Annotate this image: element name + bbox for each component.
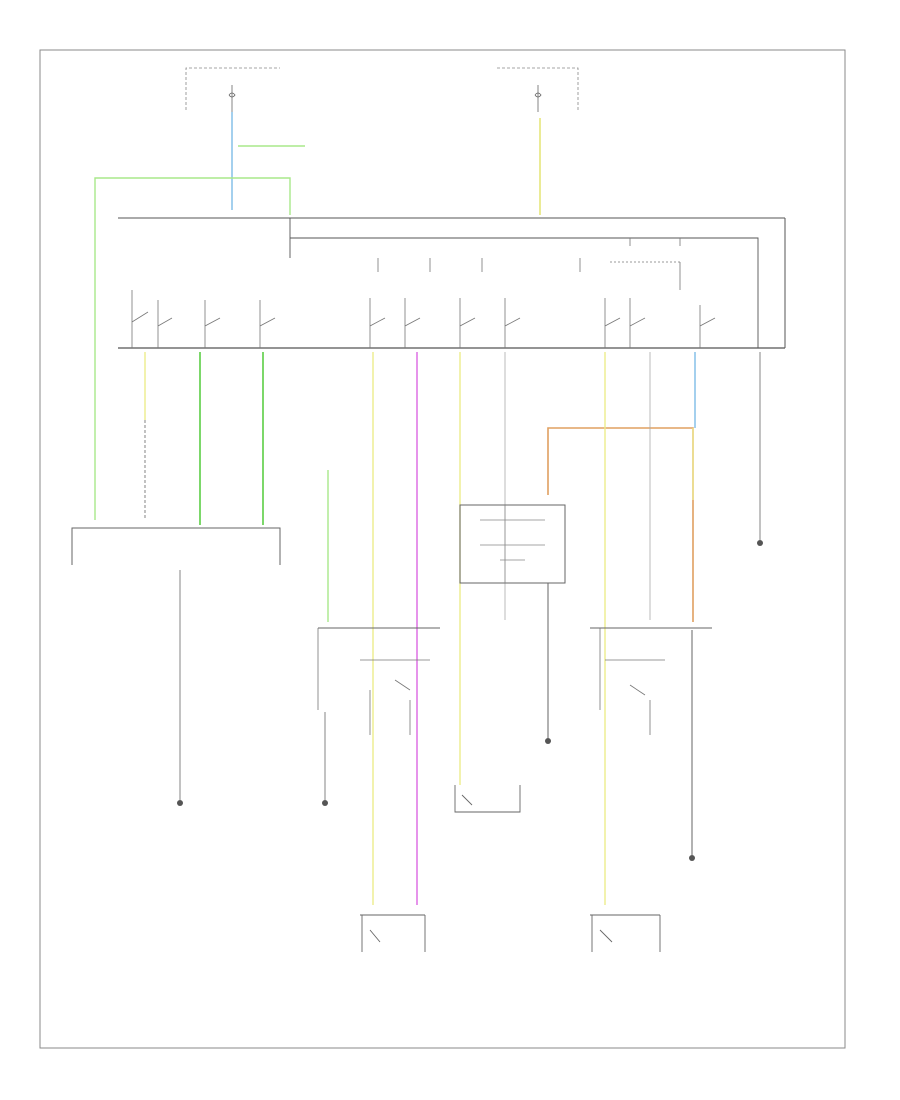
module-right-switch	[599, 628, 665, 735]
ground-center-left	[322, 800, 328, 806]
relay-box	[459, 504, 566, 584]
mirror-motor-left	[360, 914, 426, 952]
wire-light-green-loop	[94, 177, 291, 520]
heater-element-center	[454, 785, 521, 813]
ground-center	[545, 738, 551, 744]
fuse-left	[228, 85, 236, 112]
ground-right	[689, 855, 695, 861]
module-left-switch	[317, 628, 430, 735]
ground-left	[177, 800, 183, 806]
switch-contacts	[131, 238, 716, 348]
mirror-switch-outline	[289, 218, 759, 348]
relay-box-internals	[480, 505, 545, 583]
fuse-panel-right	[497, 67, 579, 110]
connector-left	[71, 527, 281, 565]
fuse-panel-left	[185, 67, 280, 110]
mirror-motor-right	[590, 914, 661, 952]
diagram-frame	[39, 49, 846, 1049]
wire-orange	[547, 427, 694, 622]
ground-far-right	[757, 540, 763, 546]
fuse-right	[534, 85, 542, 112]
